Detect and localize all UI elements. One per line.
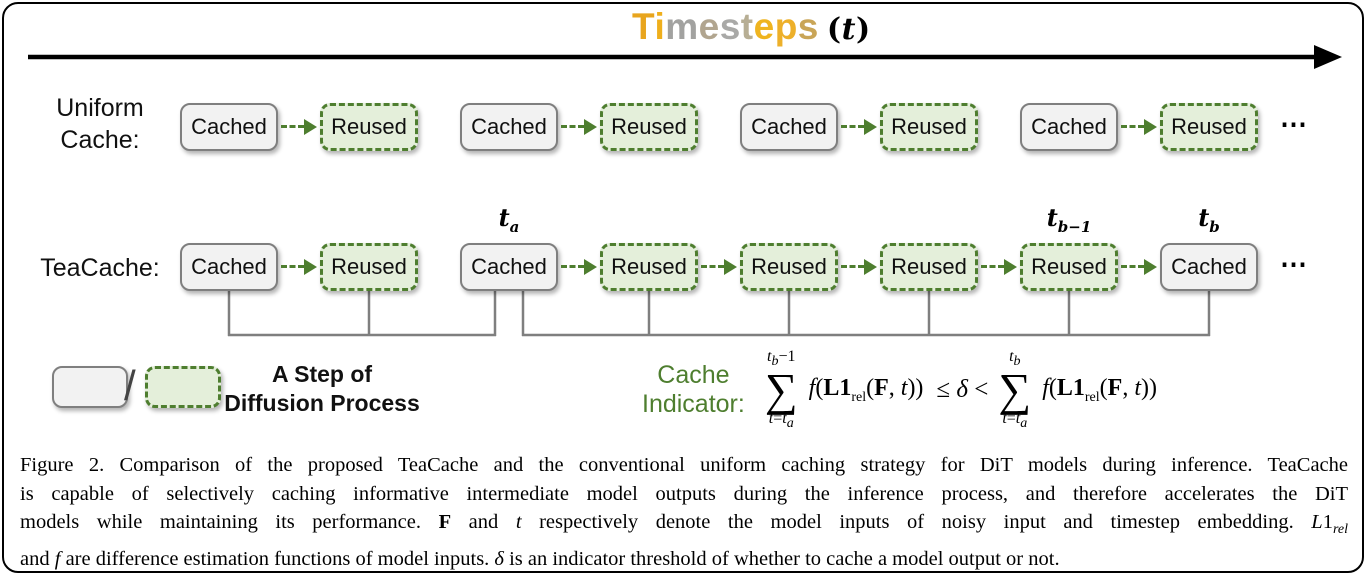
sum-right: tb ∑ t=ta <box>998 347 1032 432</box>
step-arrow-head-icon <box>1144 119 1157 135</box>
title-word: Timesteps <box>632 6 819 47</box>
diffusion-step-box-cached: Cached <box>460 103 558 151</box>
title-letter: i <box>654 6 666 47</box>
teacache-bracket-lines <box>227 290 1211 337</box>
diffusion-step-box-cached: Cached <box>740 103 838 151</box>
diffusion-step-box-cached: Cached <box>180 103 278 151</box>
title-letter: p <box>774 6 798 47</box>
diffusion-step-box-reused: Reused <box>740 243 838 291</box>
diffusion-step-box-cached: Cached <box>180 243 278 291</box>
legend-caption: A Step of Diffusion Process <box>224 361 420 416</box>
title-letter: t <box>740 6 754 47</box>
timestep-tag: ta <box>498 203 520 236</box>
step-arrow-head-icon <box>1144 259 1157 275</box>
figure-caption: Figure 2. Comparison of the proposed Tea… <box>20 451 1348 573</box>
title-letter: e <box>753 6 775 47</box>
diffusion-step-box-cached: Cached <box>1020 103 1118 151</box>
step-arrow-head-icon <box>864 259 877 275</box>
diffusion-step-box-reused: Reused <box>600 103 698 151</box>
page-title: Timesteps(t) <box>632 6 871 48</box>
diffusion-step-box-cached: Cached <box>1160 243 1258 291</box>
caption-line: and f are difference estimation function… <box>20 547 1060 570</box>
diffusion-step-box-reused: Reused <box>320 243 418 291</box>
diffusion-step-box-reused: Reused <box>880 103 978 151</box>
caption-line: Figure 2. Comparison of the proposed Tea… <box>20 454 1348 476</box>
legend-slash: / <box>124 362 136 409</box>
title-letter: s <box>797 6 819 47</box>
timestep-tag: tb <box>1198 203 1220 236</box>
title-letter: e <box>698 6 720 47</box>
cache-indicator-label: Cache Indicator: <box>642 361 745 418</box>
step-arrow-head-icon <box>1004 259 1017 275</box>
expression-left: f(L1rel(F, t)) <box>808 374 924 405</box>
step-arrow-shaft <box>981 265 1004 268</box>
diffusion-step-box-reused: Reused <box>600 243 698 291</box>
uniform-cache-row: Cached Reused Cached Reused Cached Reused Cach… <box>180 103 1366 151</box>
diffusion-step-box-reused: Reused <box>1020 243 1118 291</box>
legend-cached-box <box>52 366 128 408</box>
title-letter: T <box>632 6 655 47</box>
caption-line: models while maintaining its performance… <box>20 511 1348 538</box>
step-arrow-shaft <box>701 265 724 268</box>
step-arrow-shaft <box>281 265 304 268</box>
sum-left: tb−1 ∑ t=ta <box>764 347 798 432</box>
cache-indicator-formula: Cache Indicator: tb−1 ∑ t=ta f(L1rel(F, … <box>642 342 1164 438</box>
legend-reused-box <box>145 366 221 408</box>
diffusion-step-box-reused: Reused <box>880 243 978 291</box>
step-arrow-head-icon <box>304 119 317 135</box>
step-arrow-shaft <box>561 265 584 268</box>
teacache-row: Cached Reused Cached Reused Reused Reused Reus… <box>180 203 1366 291</box>
step-arrow-shaft <box>841 265 864 268</box>
title-letter: s <box>719 6 741 47</box>
caption-line: is capable of selectively caching inform… <box>20 482 1348 505</box>
step-arrow-shaft <box>1121 125 1144 128</box>
timestep-tag: tb−1 <box>1046 203 1092 236</box>
expression-right: f(L1rel(F, t)) <box>1042 374 1157 405</box>
step-arrow-shaft <box>1121 265 1144 268</box>
timesteps-arrow-icon <box>28 45 1342 69</box>
step-arrow-shaft <box>841 125 864 128</box>
ellipsis-continuation: ⋯ <box>1280 109 1308 139</box>
step-arrow-head-icon <box>304 259 317 275</box>
title-timestep-symbol: (t) <box>826 12 871 47</box>
step-arrow-shaft <box>561 125 584 128</box>
title-letter: m <box>665 6 699 47</box>
diffusion-step-box-reused: Reused <box>1160 103 1258 151</box>
ellipsis-continuation: ⋯ <box>1280 249 1308 279</box>
step-arrow-head-icon <box>584 119 597 135</box>
diffusion-step-box-cached: Cached <box>460 243 558 291</box>
inequality-relation: ≤ δ < <box>936 376 989 403</box>
step-arrow-head-icon <box>864 119 877 135</box>
step-arrow-head-icon <box>584 259 597 275</box>
step-arrow-head-icon <box>724 259 737 275</box>
uniform-cache-label: Uniform Cache: <box>56 94 144 154</box>
step-arrow-shaft <box>281 125 304 128</box>
diffusion-step-box-reused: Reused <box>320 103 418 151</box>
teacache-label: TeaCache: <box>40 254 160 282</box>
